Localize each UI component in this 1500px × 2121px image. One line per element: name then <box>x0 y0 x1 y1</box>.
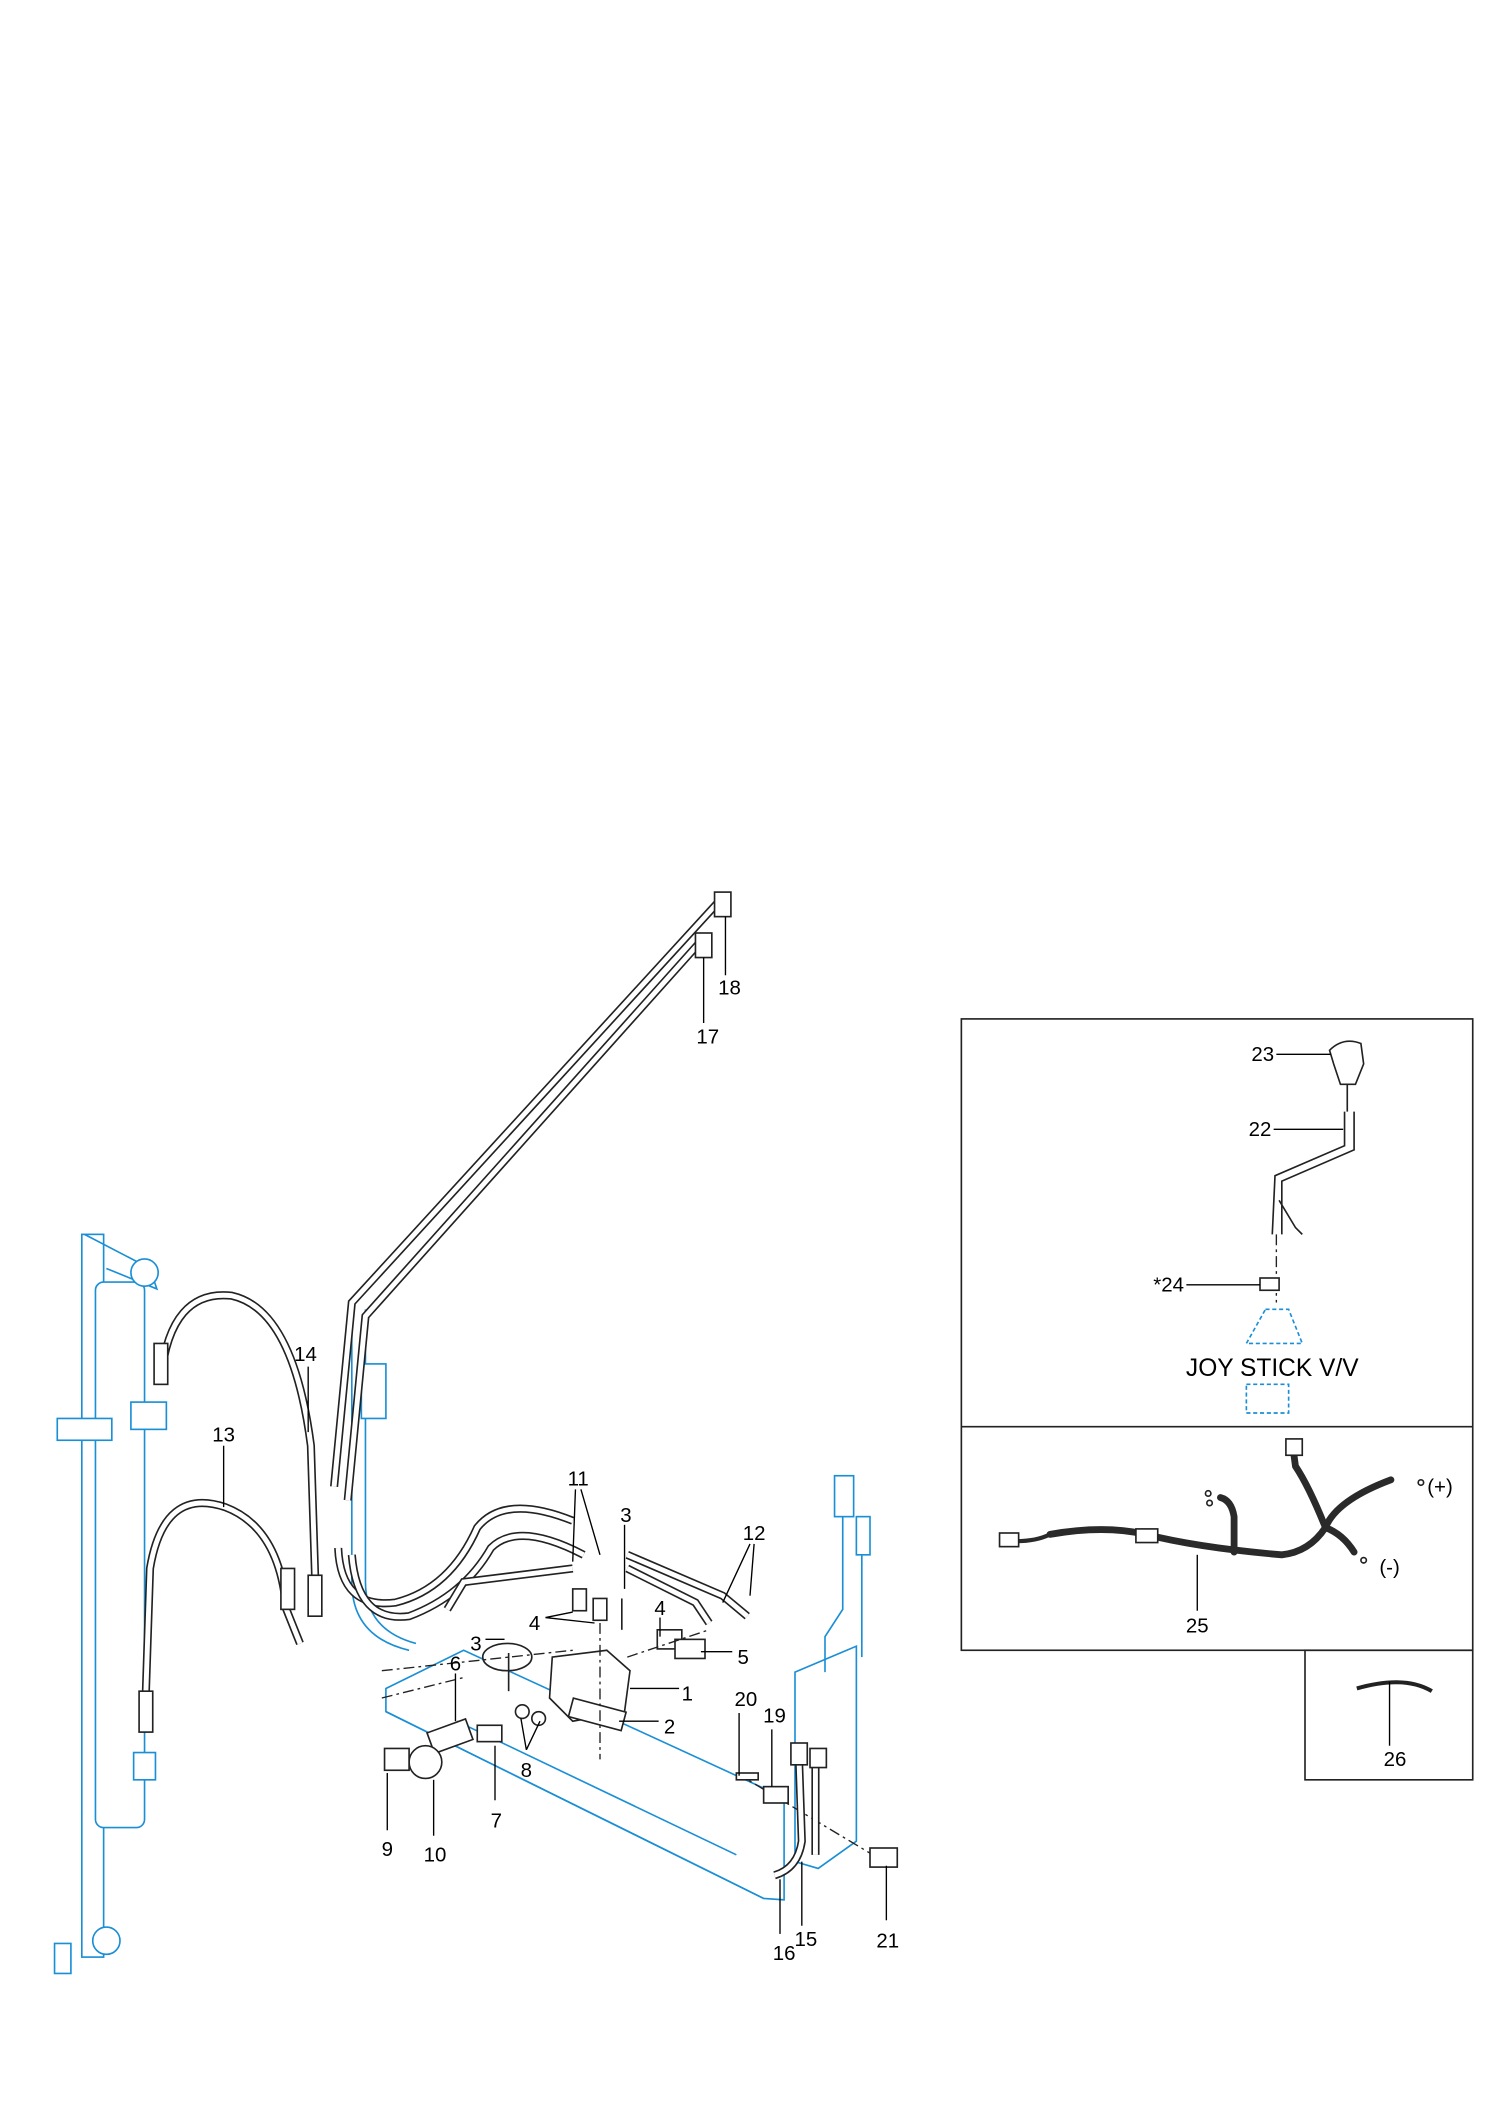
callout-label: 26 <box>1384 1748 1407 1771</box>
inset-frames <box>960 1018 1474 1781</box>
callout-label: 3 <box>620 1504 631 1527</box>
callout-label: 9 <box>382 1838 393 1861</box>
callout-label: 1 <box>682 1683 693 1706</box>
callout-label: 19 <box>763 1705 786 1728</box>
callout-label: 2 <box>664 1715 675 1738</box>
long-hoses <box>330 891 732 1501</box>
positive-terminal-label: (+) <box>1427 1475 1453 1498</box>
callout-label: 25 <box>1186 1615 1209 1638</box>
cylinder-hoses <box>138 1291 323 1733</box>
callout-label: 5 <box>737 1646 748 1669</box>
callout-label: 18 <box>718 976 741 999</box>
callout-label: 23 <box>1251 1043 1274 1066</box>
return-hoses <box>735 1742 899 1880</box>
callout-label: 10 <box>424 1844 447 1867</box>
valve-hoses <box>334 1504 750 1626</box>
callout-label: 4 <box>529 1612 540 1635</box>
callout-label: 11 <box>568 1467 589 1490</box>
filter-and-fittings <box>383 1703 547 1780</box>
callout-label: 17 <box>696 1025 719 1048</box>
callout-label: 13 <box>212 1424 235 1447</box>
leader-lines <box>222 916 888 1934</box>
callout-label: 22 <box>1249 1118 1272 1141</box>
joystick-assembly <box>1186 1040 1365 1414</box>
callout-label: *24 <box>1153 1274 1184 1297</box>
callout-label: 12 <box>743 1522 766 1545</box>
callout-label: 8 <box>521 1759 532 1782</box>
boom-cylinder <box>53 1233 168 1975</box>
callout-label: 21 <box>876 1930 899 1953</box>
hose-26 <box>1356 1680 1433 1746</box>
callout-label: 7 <box>491 1810 502 1833</box>
control-valve <box>381 1588 874 1856</box>
callout-label: 4 <box>654 1597 665 1620</box>
callout-label: 3 <box>470 1632 481 1655</box>
callout-label: 6 <box>450 1653 461 1676</box>
callout-label: 16 <box>773 1942 796 1965</box>
joystick-title: JOY STICK V/V <box>1186 1355 1359 1382</box>
negative-terminal-label: (-) <box>1379 1556 1399 1579</box>
callout-label: 14 <box>294 1343 317 1366</box>
callout-label: 15 <box>795 1928 818 1951</box>
hydraulic-tank <box>350 1309 871 1901</box>
callout-label: 20 <box>735 1688 758 1711</box>
wire-harness <box>998 1438 1425 1611</box>
